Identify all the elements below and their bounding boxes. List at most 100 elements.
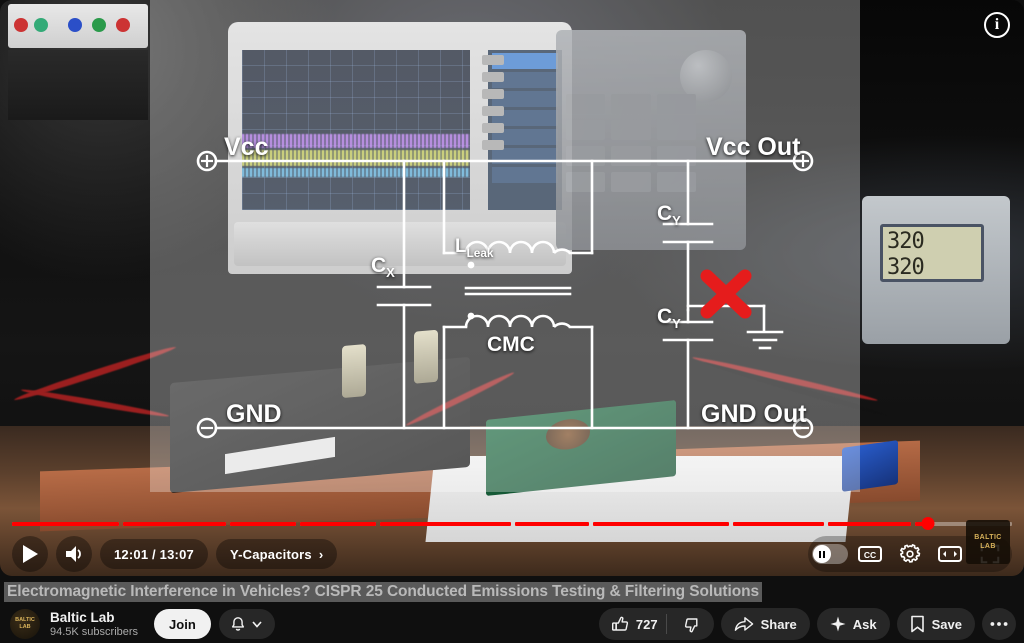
bookmark-icon [910,615,925,633]
label-lleak: LLeak [455,236,494,260]
channel-info[interactable]: Baltic Lab 94.5K subscribers [50,610,138,639]
join-button[interactable]: Join [154,609,211,639]
rack-equipment-top [8,4,148,48]
miniplayer-icon[interactable] [932,536,968,572]
coil-dot-lower [467,312,475,320]
terminal-vcc-out [792,150,814,172]
label-vcc-out: Vcc Out [706,133,801,161]
chapter-segment[interactable] [230,522,296,526]
chapter-segment[interactable] [380,522,511,526]
like-count: 727 [635,616,658,632]
player-controls-left: 12:01 / 13:07 Y-Capacitors › [12,536,338,572]
spectrum-trace-cyan [242,168,470,177]
channel-watermark[interactable]: BALTIC LAB [966,520,1010,564]
label-vcc: Vcc [224,133,269,161]
chapter-played-portion [230,522,296,526]
svg-text:CC: CC [864,550,876,560]
player-controls-bar: 12:01 / 13:07 Y-Capacitors › CC [0,532,1024,576]
player-controls-right: CC [808,536,1012,572]
scope-grid [242,50,470,210]
chapter-segment[interactable] [828,522,911,526]
watermark-line-2: LAB [980,543,996,550]
avatar[interactable]: BALTIC LAB [10,609,40,639]
notification-bell-button[interactable] [218,609,275,639]
controls-gradient [0,466,1024,576]
generator-knob [680,50,732,102]
chapter-segment[interactable] [515,522,589,526]
red-x-mark [700,269,752,319]
progress-scrubber[interactable] [921,517,935,530]
watermark-line-1: BALTIC [974,534,1002,541]
coil-dot-upper [467,261,475,269]
play-icon[interactable] [12,536,48,572]
label-cmc: CMC [487,333,535,356]
workbench [0,329,1024,576]
label-cy-bottom: CY [657,305,681,332]
channel-name[interactable]: Baltic Lab [50,609,115,625]
time-display: 12:01 / 13:07 [100,539,208,569]
circuit-schematic [196,150,814,439]
terminal-gnd-in [196,417,218,439]
volume-icon[interactable] [56,536,92,572]
progress-bar[interactable] [12,516,1012,532]
subscriber-count: 94.5K subscribers [50,625,139,638]
save-button[interactable]: Save [896,608,975,640]
chapter-played-portion [828,522,911,526]
label-cy-top: CY [657,202,681,229]
autoplay-toggle[interactable] [812,536,848,572]
chapter-segment[interactable] [733,522,824,526]
chapter-segment[interactable] [300,522,376,526]
ask-button[interactable]: Ask [816,608,890,640]
closed-captions-icon[interactable]: CC [852,536,888,572]
chapter-played-portion [515,522,589,526]
soldering-station: 320 320 [862,196,1010,344]
label-cx: CX [371,254,395,281]
terminal-gnd-out [792,417,814,439]
video-meta: Electromagnetic Interference in Vehicles… [0,580,1024,602]
video-action-buttons: 727 Share Ask [598,608,1016,640]
chapter-played-portion [380,522,511,526]
action-divider [665,614,667,634]
like-dislike-group: 727 [598,608,714,640]
page-title: Electromagnetic Interference in Vehicles… [4,582,762,602]
chevron-right-icon: › [318,546,324,562]
temp-line-2: 320 [887,255,925,280]
chapter-segment[interactable] [123,522,226,526]
soldering-temperature-display: 320 320 [880,224,984,282]
oscilloscope-screen [242,50,470,210]
save-label: Save [931,616,962,632]
avatar-line-2: LAB [19,624,31,630]
chapter-segment[interactable] [593,522,729,526]
thumbs-up-icon[interactable] [611,615,630,634]
info-icon[interactable]: i [984,12,1010,38]
share-arrow-icon [734,615,754,633]
temp-line-1: 320 [887,229,925,254]
channel-owner-row: BALTIC LAB Baltic Lab 94.5K subscribers … [0,606,1024,642]
avatar-line-1: BALTIC [15,617,35,623]
chevron-down-icon [250,617,264,631]
chapter-played-portion [300,522,376,526]
more-horizontal-icon[interactable] [982,608,1016,640]
chapter-segment[interactable] [12,522,119,526]
chapter-played-portion [12,522,119,526]
function-generator [556,30,746,250]
chapter-played-portion [733,522,824,526]
chapter-segments[interactable] [12,522,1012,526]
scope-buttons [478,48,560,198]
share-label: Share [760,616,797,632]
oscilloscope [228,22,572,274]
chapter-played-portion [593,522,729,526]
thumbs-down-icon[interactable] [675,615,714,634]
terminal-vcc-in [196,150,218,172]
video-frame: 320 320 [0,0,1024,576]
autoplay-pause-icon[interactable] [812,544,848,564]
spectrum-trace-purple [242,134,470,148]
chapter-button[interactable]: Y-Capacitors › [215,539,338,569]
schematic-overlay-panel [150,0,860,492]
video-player[interactable]: 320 320 [0,0,1024,576]
share-button[interactable]: Share [720,608,810,640]
gear-icon[interactable] [892,536,928,572]
rack-equipment-lower [8,50,148,120]
scope-base [234,222,566,266]
